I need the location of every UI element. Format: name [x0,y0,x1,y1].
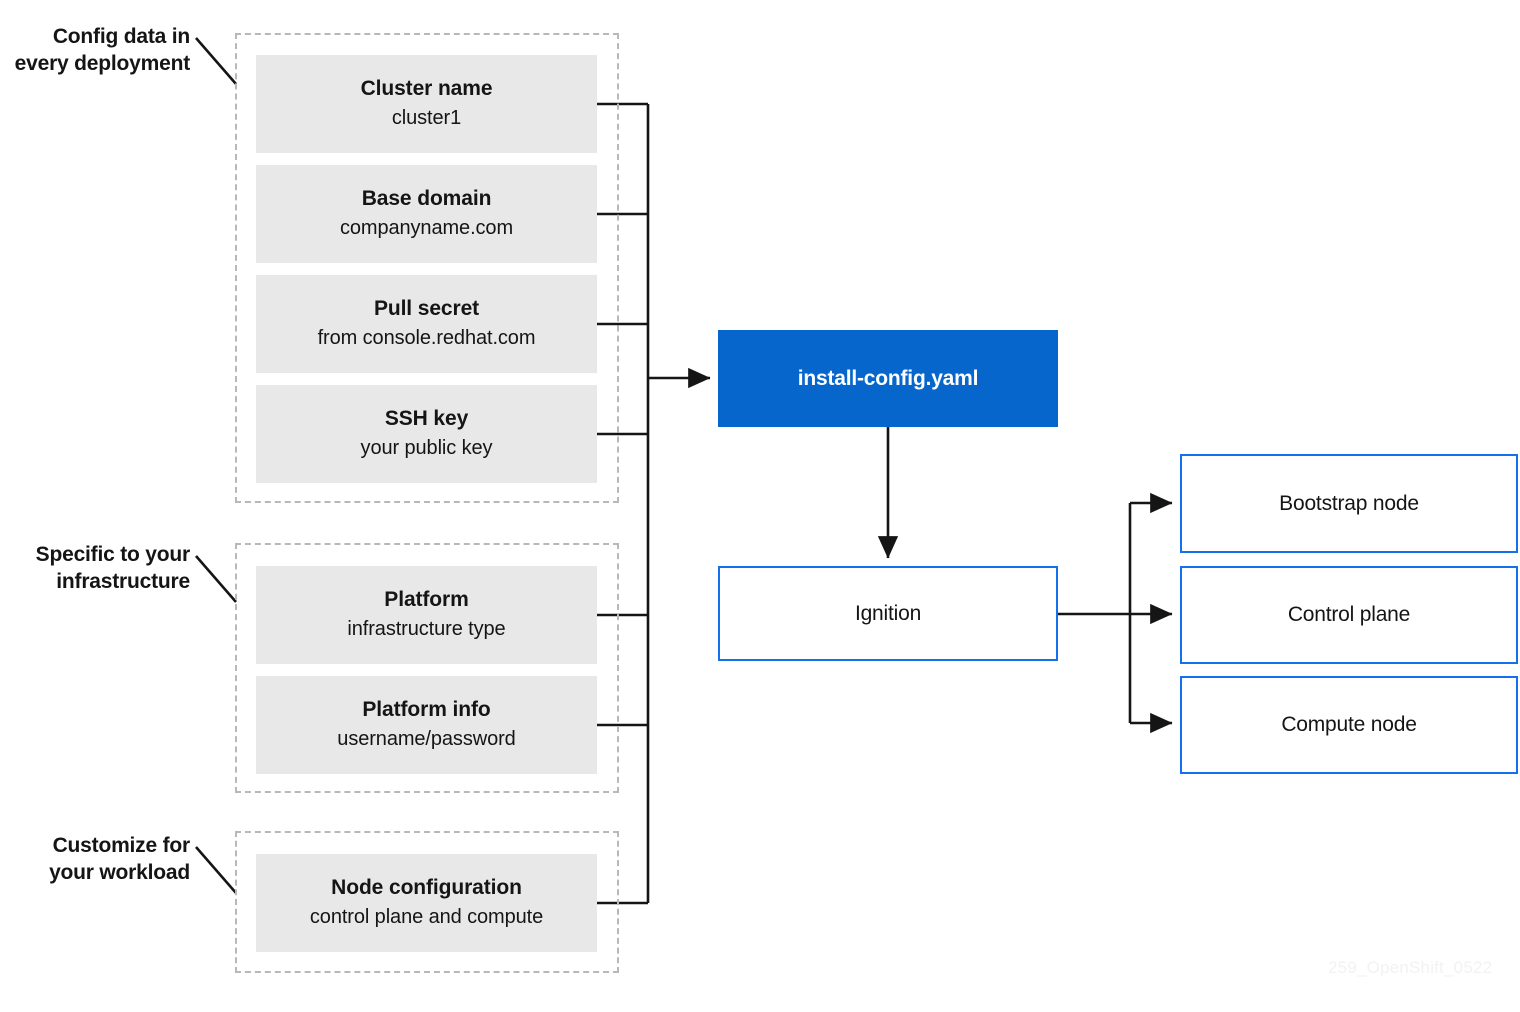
annotation-specific-infra-line1: Specific to your [35,543,191,566]
card-ssh-key-value: your public key [360,437,493,460]
node-install-config-yaml[interactable]: install-config.yaml [718,330,1058,427]
card-node-configuration[interactable]: Node configuration control plane and com… [256,854,597,952]
node-bootstrap-node-label: Bootstrap node [1279,491,1419,515]
card-pull-secret-value: from console.redhat.com [317,327,536,350]
card-pull-secret[interactable]: Pull secret from console.redhat.com [256,275,597,373]
card-platform-info-value: username/password [337,728,516,751]
card-platform-title: Platform [384,588,469,612]
card-base-domain-title: Base domain [361,187,492,211]
card-cluster-name-value: cluster1 [391,107,462,130]
node-ignition-label: Ignition [854,601,922,625]
leader-line-config-data [195,37,237,85]
card-cluster-name[interactable]: Cluster name cluster1 [256,55,597,153]
group-workload-config [235,831,619,973]
annotation-customize-workload-line2: your workload [49,860,190,884]
node-control-plane-label: Control plane [1287,603,1411,626]
card-ssh-key-title: SSH key [384,407,469,431]
node-bootstrap-node[interactable]: Bootstrap node [1180,454,1518,553]
card-ssh-key[interactable]: SSH key your public key [256,385,597,483]
annotation-config-data-line1: Config data in [52,25,190,48]
card-pull-secret-title: Pull secret [373,297,480,321]
card-platform[interactable]: Platform infrastructure type [256,566,597,664]
annotation-customize-workload: Customize for your workload [0,833,190,887]
leader-line-specific-infra [195,555,237,603]
annotation-config-data: Config data in every deployment [0,24,191,78]
card-platform-info-title: Platform info [362,698,491,722]
annotation-customize-workload-line1: Customize for [52,834,191,857]
group-common-config [235,33,619,503]
annotation-config-data-line2: every deployment [14,51,191,75]
card-base-domain[interactable]: Base domain companyname.com [256,165,597,263]
node-install-config-yaml-label: install-config.yaml [797,366,979,390]
annotation-specific-infra-line2: infrastructure [56,569,190,593]
card-platform-info[interactable]: Platform info username/password [256,676,597,774]
card-platform-value: infrastructure type [347,618,506,641]
watermark-label: 259_OpenShift_0522 [1328,958,1493,977]
node-compute-node[interactable]: Compute node [1180,676,1518,774]
card-node-configuration-title: Node configuration [331,876,522,900]
node-control-plane[interactable]: Control plane [1180,566,1518,664]
group-infrastructure-config [235,543,619,793]
node-compute-node-label: Compute node [1281,713,1417,736]
leader-line-customize-workload [195,846,237,894]
annotation-specific-infra: Specific to your infrastructure [0,542,191,596]
card-cluster-name-title: Cluster name [360,77,493,101]
card-node-configuration-value: control plane and compute [309,906,544,929]
card-base-domain-value: companyname.com [339,217,514,240]
node-ignition[interactable]: Ignition [718,566,1058,661]
